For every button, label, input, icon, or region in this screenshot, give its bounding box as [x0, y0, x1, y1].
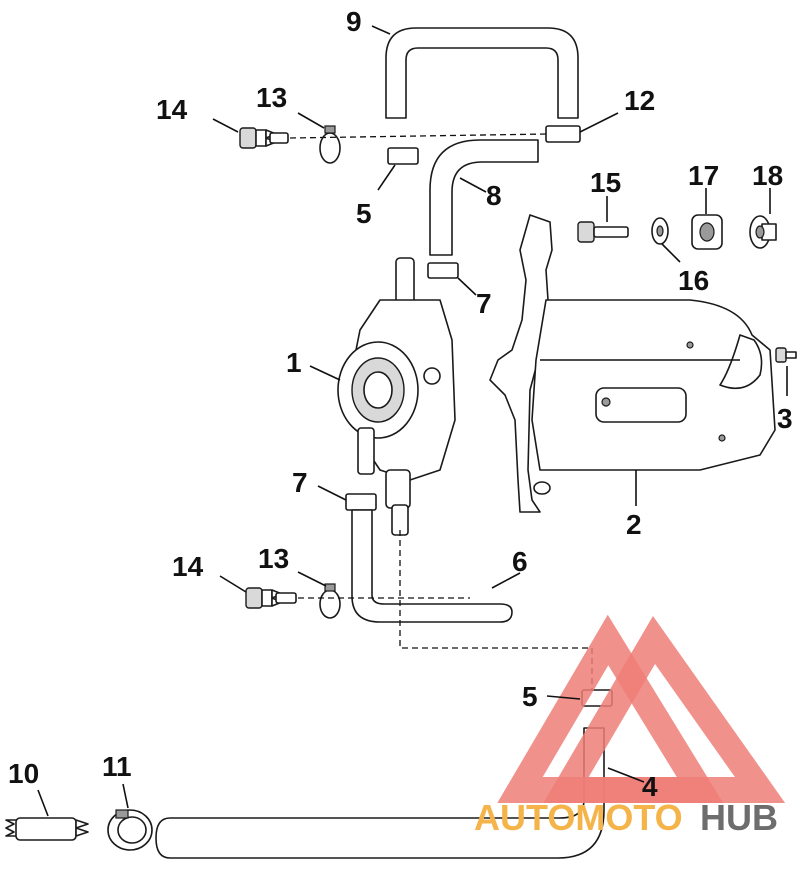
callout-2: 2: [626, 509, 642, 540]
clamp-13-bottom: [319, 583, 341, 619]
hose-4: [155, 727, 605, 859]
callout-14-bottom: 14: [172, 551, 204, 582]
callout-labels: 9 12 14 13 5 8 15 17 18 16 7 1 3 2 7 6 1…: [8, 6, 793, 802]
clamp-7-bottom: [345, 493, 377, 511]
callout-17: 17: [688, 160, 719, 191]
fitting-14-bottom: [245, 587, 297, 609]
callout-13-bottom: 13: [258, 543, 289, 574]
callout-9: 9: [346, 6, 362, 37]
bolt-15: [577, 221, 629, 243]
pump-1: [337, 257, 456, 536]
bracket-2: [489, 214, 776, 513]
callout-15: 15: [590, 167, 621, 198]
callout-13-top: 13: [256, 82, 287, 113]
hose-8: [429, 139, 539, 256]
clamp-5-top: [387, 147, 419, 165]
washer-16: [651, 217, 669, 245]
callout-12: 12: [624, 85, 655, 116]
callout-11: 11: [102, 751, 132, 782]
grommet-17: [691, 214, 723, 250]
clamp-12: [545, 125, 581, 143]
fitting-14-top: [239, 127, 289, 149]
watermark-logo: AUTOMOTO HUB: [474, 614, 786, 838]
callout-8: 8: [486, 180, 502, 211]
callout-1: 1: [286, 347, 302, 378]
callout-16: 16: [678, 265, 709, 296]
callout-7-bottom: 7: [292, 467, 308, 498]
watermark-brand-part1: AUTOMOTO: [474, 797, 683, 838]
callout-7-top: 7: [476, 288, 492, 319]
callout-6: 6: [512, 546, 528, 577]
callout-14-top: 14: [156, 94, 188, 125]
clamp-7-top: [427, 262, 459, 279]
callout-18: 18: [752, 160, 783, 191]
watermark-triangle-inner: [543, 616, 786, 803]
callout-5-bottom: 5: [522, 681, 538, 712]
dashed-guide-top: [289, 133, 549, 139]
screw-3: [775, 347, 797, 363]
clamp-13-top: [319, 125, 341, 164]
watermark-brand-part2: HUB: [700, 797, 778, 838]
callout-5-top: 5: [356, 198, 372, 229]
hose-6: [351, 509, 513, 623]
leader-lines: [37, 25, 788, 817]
callout-10: 10: [8, 758, 39, 789]
hose-9: [385, 27, 579, 119]
bushing-18: [749, 215, 777, 249]
fitting-10: [5, 817, 89, 841]
clamp-11: [107, 809, 153, 851]
callout-4: 4: [642, 771, 658, 802]
callout-3: 3: [777, 403, 793, 434]
